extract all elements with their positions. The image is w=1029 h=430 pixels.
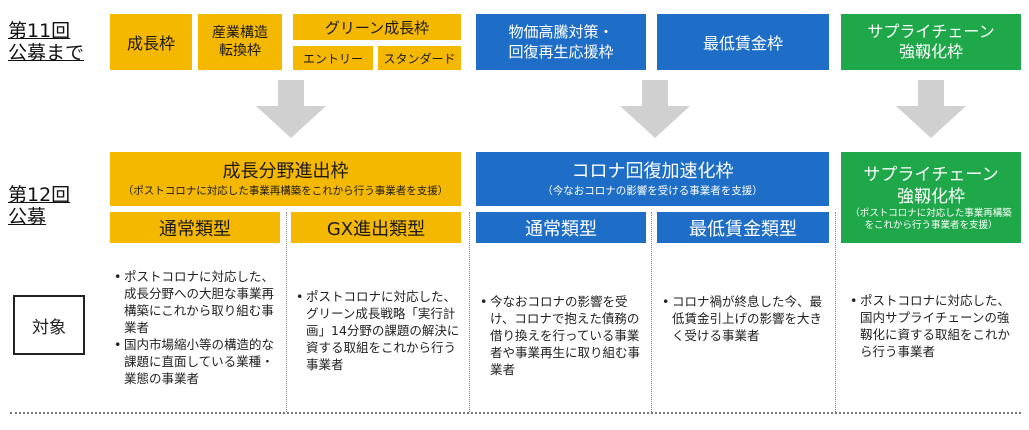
growth-field-frame-subtitle: （ポストコロナに対応した事業再構築をこれから行う事業者を支援） bbox=[122, 185, 449, 197]
down-arrow-icon bbox=[620, 80, 690, 138]
supply-frame-box-r11: サプライチェーン 強靱化枠 bbox=[841, 14, 1021, 70]
saitei-frame-box: 最低賃金枠 bbox=[657, 14, 829, 70]
target-list-corona-normal: •今なおコロナの影響を受け、コロナで抱えた債務の借り換えを行っている事業者や事業… bbox=[480, 293, 646, 378]
round12-label-line1: 第12回 bbox=[8, 184, 71, 206]
list-item: •国内市場縮小等の構造的な課題に直面している業種・業態の事業者 bbox=[114, 337, 275, 386]
green-frame-box: グリーン成長枠 bbox=[293, 14, 461, 40]
supply-frame-r12-line1: サプライチェーン bbox=[863, 164, 999, 185]
list-item: •ポストコロナに対応した、グリーン成長戦略「実行計画」14分野の課題の解決に資す… bbox=[296, 289, 460, 372]
target-label-box: 対象 bbox=[13, 295, 85, 355]
column-divider bbox=[651, 212, 652, 412]
target-list-supply: •ポストコロナに対応した、国内サプライチェーンの強靱化に資する取組をこれから行う… bbox=[850, 292, 1018, 360]
round12-label: 第12回 公募 bbox=[8, 184, 70, 228]
supply-frame-r12-sub2: をこれから行う事業者を支援） bbox=[864, 219, 998, 231]
standard-box: スタンダード bbox=[378, 46, 461, 70]
entry-box: エントリー bbox=[293, 46, 373, 70]
bukka-frame-line2: 回復再生応援枠 bbox=[508, 43, 614, 61]
corona-recovery-frame-subtitle: （今なおコロナの影響を受ける事業者を支援） bbox=[542, 185, 763, 197]
sangyou-frame-box: 産業構造 転換枠 bbox=[198, 14, 282, 70]
round12-label-line2: 公募 bbox=[8, 206, 47, 228]
seichou-frame-box: 成長枠 bbox=[110, 14, 192, 70]
growth-field-frame-title: 成長分野進出枠 bbox=[222, 161, 349, 182]
growth-field-frame-box: 成長分野進出枠 （ポストコロナに対応した事業再構築をこれから行う事業者を支援） bbox=[110, 152, 461, 206]
target-list-gx: •ポストコロナに対応した、グリーン成長戦略「実行計画」14分野の課題の解決に資す… bbox=[296, 288, 462, 373]
corona-recovery-frame-box: コロナ回復加速化枠 （今なおコロナの影響を受ける事業者を支援） bbox=[476, 152, 829, 206]
min-wage-type-box: 最低賃金類型 bbox=[657, 212, 829, 243]
bukka-frame-box: 物価高騰対策・ 回復再生応援枠 bbox=[476, 14, 646, 70]
column-divider bbox=[469, 212, 470, 412]
seichou-frame-label: 成長枠 bbox=[126, 34, 175, 53]
down-arrow-icon bbox=[256, 80, 326, 138]
entry-label: エントリー bbox=[302, 51, 363, 66]
column-divider bbox=[835, 212, 836, 412]
corona-normal-type-label: 通常類型 bbox=[525, 218, 597, 240]
target-label: 対象 bbox=[32, 317, 66, 338]
gx-type-box: GX進出類型 bbox=[291, 212, 461, 243]
supply-frame-r11-line2: 強靱化枠 bbox=[898, 42, 963, 61]
list-item: •ポストコロナに対応した、成長分野への大胆な事業再構築にこれから取り組む事業者 bbox=[114, 269, 275, 335]
gx-type-label: GX進出類型 bbox=[326, 218, 426, 240]
list-item: •今なおコロナの影響を受け、コロナで抱えた債務の借り換えを行っている事業者や事業… bbox=[480, 294, 641, 377]
round11-label-line1: 第11回 bbox=[8, 20, 71, 42]
supply-frame-r12-sub1: （ポストコロナに対応した事業再構築 bbox=[850, 207, 1012, 219]
corona-normal-type-box: 通常類型 bbox=[476, 212, 646, 243]
target-list-min-wage: •コロナ禍が終息した今、最低賃金引上げの影響を大きく受ける事業者 bbox=[662, 293, 828, 344]
supply-frame-r11-line1: サプライチェーン bbox=[867, 22, 995, 41]
round11-label: 第11回 公募まで bbox=[8, 20, 84, 64]
green-frame-label: グリーン成長枠 bbox=[324, 18, 430, 37]
growth-normal-type-label: 通常類型 bbox=[159, 218, 231, 240]
min-wage-type-label: 最低賃金類型 bbox=[689, 218, 797, 240]
target-list-growth-normal: •ポストコロナに対応した、成長分野への大胆な事業再構築にこれから取り組む事業者 … bbox=[114, 268, 280, 387]
sangyou-frame-line2: 転換枠 bbox=[219, 43, 261, 59]
column-divider bbox=[286, 212, 287, 412]
bukka-frame-line1: 物価高騰対策・ bbox=[508, 23, 614, 41]
supply-frame-r12-line2: 強靱化枠 bbox=[897, 186, 965, 207]
standard-label: スタンダード bbox=[383, 51, 456, 66]
saitei-frame-label: 最低賃金枠 bbox=[702, 34, 783, 53]
list-item: •コロナ禍が終息した今、最低賃金引上げの影響を大きく受ける事業者 bbox=[662, 294, 823, 343]
list-item: •ポストコロナに対応した、国内サプライチェーンの強靱化に資する取組をこれから行う… bbox=[850, 293, 1011, 359]
round11-label-line2: 公募まで bbox=[8, 42, 85, 64]
sangyou-frame-line1: 産業構造 bbox=[212, 25, 268, 41]
supply-frame-box-r12: サプライチェーン 強靱化枠 （ポストコロナに対応した事業再構築 をこれから行う事… bbox=[841, 152, 1021, 243]
growth-normal-type-box: 通常類型 bbox=[110, 212, 280, 243]
corona-recovery-frame-title: コロナ回復加速化枠 bbox=[571, 161, 734, 182]
down-arrow-icon bbox=[896, 80, 966, 138]
bottom-divider bbox=[10, 412, 1021, 414]
